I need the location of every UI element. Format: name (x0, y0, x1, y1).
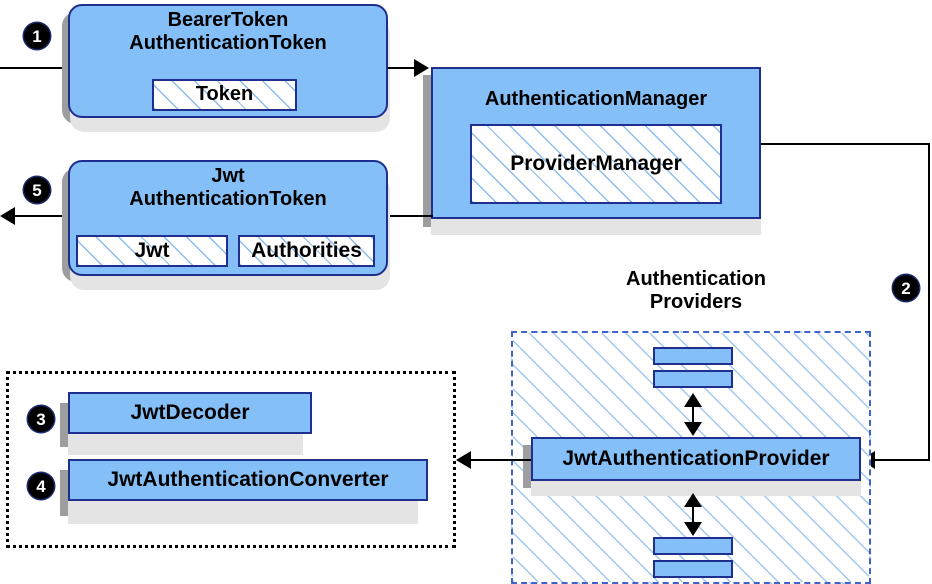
jwt-token-title-line1: Jwt (211, 165, 245, 188)
jwt-token-field-authorities-label: Authorities (251, 238, 362, 262)
connector-manager-to-jwt-token (388, 215, 433, 217)
provider-placeholder-bottom-1[interactable] (653, 537, 733, 555)
bearer-token-field-token-label: Token (195, 83, 254, 106)
step-badge-2: 2 (893, 275, 919, 301)
provider-placeholder-top-2[interactable] (653, 370, 733, 388)
provider-placeholder-bottom-2[interactable] (653, 560, 733, 578)
jwt-token-field-authorities-box (238, 235, 375, 267)
connector-response-out (14, 215, 72, 217)
jwt-token-field-jwt-label: Jwt (134, 238, 170, 262)
authentication-manager-title: AuthenticationManager (484, 88, 708, 111)
step-badge-4: 4 (28, 473, 54, 499)
connector-provider-vertical-bottom (692, 500, 694, 525)
node-jwt-decoder[interactable] (68, 392, 312, 434)
step-badge-1: 1 (24, 23, 50, 49)
jwt-authentication-converter-label: JwtAuthenticationConverter (107, 467, 389, 491)
arrowhead-bearer-to-manager (414, 59, 429, 77)
connector-manager-right (761, 143, 930, 145)
connector-manager-down (928, 143, 930, 460)
connector-request-in (0, 67, 70, 69)
arrowhead-provider-to-support (456, 451, 471, 469)
node-jwt-authentication-provider[interactable] (531, 437, 861, 481)
connector-bearer-to-manager (388, 67, 418, 69)
step-badge-3: 3 (28, 406, 54, 432)
jwt-authentication-provider-label: JwtAuthenticationProvider (562, 446, 830, 470)
support-group-container (6, 371, 456, 548)
authentication-manager-field-box (470, 124, 722, 204)
connector-to-provider (873, 459, 930, 461)
jwt-token-field-jwt-box (76, 235, 228, 267)
jwt-token-title-line2: AuthenticationToken (129, 188, 327, 211)
authentication-manager-field-label: ProviderManager (510, 151, 682, 175)
provider-placeholder-top-1[interactable] (653, 347, 733, 365)
bearer-token-title-line1: BearerToken (167, 9, 289, 32)
connector-provider-vertical-top (692, 400, 694, 425)
providers-group-title-line2: Providers (649, 291, 743, 313)
connector-provider-to-support (470, 459, 531, 461)
bearer-token-field-token-box (152, 79, 297, 111)
node-jwt-authentication-converter[interactable] (68, 459, 428, 501)
providers-group-title-line1: Authentication (626, 268, 766, 290)
arrowhead-response-out (0, 207, 15, 225)
jwt-decoder-label: JwtDecoder (130, 400, 250, 424)
bearer-token-title-line2: AuthenticationToken (129, 32, 327, 55)
arrowhead-provider-down-bottom (684, 522, 702, 536)
step-badge-5: 5 (24, 177, 50, 203)
arrowhead-provider-down-top (684, 422, 702, 436)
